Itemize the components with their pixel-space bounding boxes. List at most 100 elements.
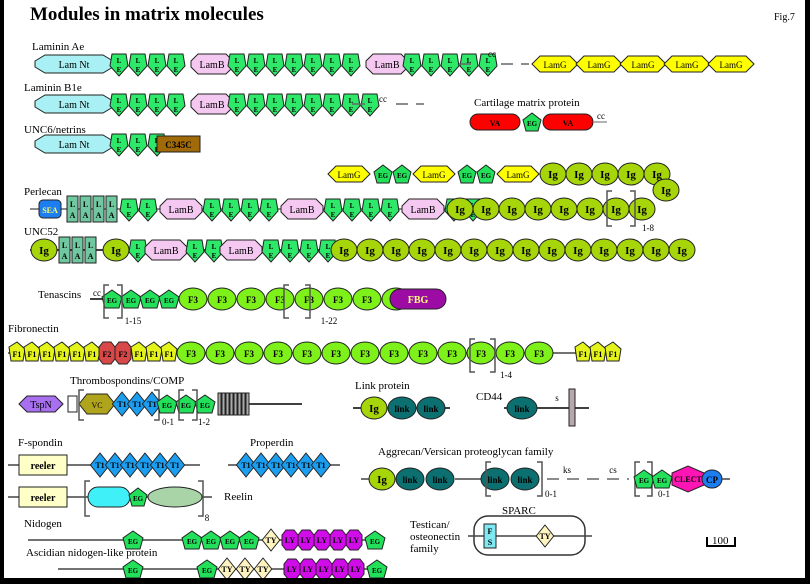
reelin-repeat-b [147, 486, 203, 508]
f3-domain [323, 287, 353, 311]
le-text: L [136, 97, 141, 105]
f1-domain [23, 341, 41, 362]
s-label: s [555, 393, 559, 403]
f1-text: F1 [594, 350, 603, 359]
ly-domain [345, 529, 363, 551]
f1-domain [604, 341, 622, 362]
le-domain [128, 239, 148, 263]
lamg-domain-text: LamG [588, 60, 611, 70]
le-domain [440, 53, 460, 77]
le-text: E [155, 106, 160, 114]
la-domain [71, 236, 84, 264]
va-domain [469, 113, 521, 131]
ig-domain [30, 238, 58, 262]
eg-domain [158, 289, 180, 309]
eg-text: EG [378, 172, 389, 180]
t1-domain [295, 452, 317, 478]
ig-domain-text: Ig [365, 245, 375, 257]
figure-page: Modules in matrix molecules Fig.7 Lamini… [4, 0, 805, 578]
eg-text: EG [372, 567, 383, 575]
lamg-domain [496, 165, 540, 183]
va-domain-text: VA [490, 119, 501, 128]
le-text: E [350, 211, 355, 219]
f1-text: F1 [165, 350, 174, 359]
le-text: L [136, 57, 141, 65]
ig-domain-text: Ig [625, 245, 635, 257]
t1-domain-text: T1 [95, 461, 104, 470]
label-reelin: Reelin [224, 491, 253, 503]
tsp-repeat-bar [221, 392, 226, 416]
label-f-spondin: F-spondin [18, 437, 63, 449]
ig-domain-text: Ig [677, 245, 687, 257]
eg-domain [522, 112, 542, 132]
bracket-left [178, 389, 184, 421]
la-text: L [96, 200, 101, 209]
repeat-note: 1-2 [198, 417, 210, 427]
f3-domain-text: F3 [217, 295, 227, 305]
le-text: E [410, 66, 415, 74]
la-text: A [75, 252, 81, 261]
le-text: E [229, 211, 234, 219]
eg-text: EG [107, 297, 118, 305]
le-domain [147, 93, 167, 117]
la-text: A [62, 252, 68, 261]
le-text: E [448, 66, 453, 74]
fbg-domain [389, 288, 447, 310]
le-text: L [146, 202, 151, 210]
label-sparc: SPARC [502, 505, 536, 517]
f3-domain [437, 341, 467, 365]
link-domain-text: link [402, 475, 417, 485]
eg-text: EG [200, 402, 211, 410]
t1-domain [149, 452, 171, 478]
le-text: L [349, 57, 354, 65]
c345c-domain-text: C345C [165, 140, 192, 150]
label-testican-1: Testican/ [410, 519, 450, 531]
le-domain [284, 93, 304, 117]
le-text: E [292, 106, 297, 114]
le-domain [361, 198, 381, 222]
lamg-domain [707, 55, 755, 73]
le-domain [202, 198, 222, 222]
le-text: L [212, 243, 217, 251]
le-text: L [388, 202, 393, 210]
la-domain [66, 195, 79, 223]
lamg-domain [327, 165, 371, 183]
le-text: L [273, 57, 278, 65]
ly-text: LY [317, 536, 328, 545]
bracket-left [78, 389, 84, 421]
sea-domain-text: SEA [42, 206, 58, 215]
ig-domain-text: Ig [455, 204, 465, 216]
f3-domain-text: F3 [360, 349, 370, 359]
le-text: L [369, 202, 374, 210]
tsp-repeat-bar [237, 392, 242, 416]
eg-text: EG [164, 297, 175, 305]
bracket-right [630, 190, 636, 227]
cc-label: cc [93, 288, 101, 298]
le-text: E [210, 211, 215, 219]
t1-domain-text: T1 [316, 461, 325, 470]
f1-domain [589, 341, 607, 362]
repeat-note: 1-15 [125, 316, 142, 326]
va-domain [542, 113, 594, 131]
le-domain [402, 53, 422, 77]
lamb-domain [401, 198, 445, 220]
le-text: E [235, 66, 240, 74]
bracket-right [537, 461, 543, 497]
le-domain [259, 198, 279, 222]
tsp-repeat-bar [225, 392, 230, 416]
le-text: E [471, 211, 476, 219]
le-domain [221, 198, 241, 222]
ly-text: LY [287, 565, 298, 574]
label-thrombospondins: Thrombospondins/COMP [70, 375, 184, 387]
ty-domain-text: TY [221, 565, 232, 574]
t1-domain [119, 452, 141, 478]
le-text: L [349, 97, 354, 105]
figure-label: Fig.7 [774, 12, 795, 23]
le-domain [421, 53, 441, 77]
le-text: L [467, 57, 472, 65]
le-text: E [117, 106, 122, 114]
ly-text: LY [303, 565, 314, 574]
le-text: E [292, 66, 297, 74]
scale-bar-label: 100 [712, 535, 729, 547]
